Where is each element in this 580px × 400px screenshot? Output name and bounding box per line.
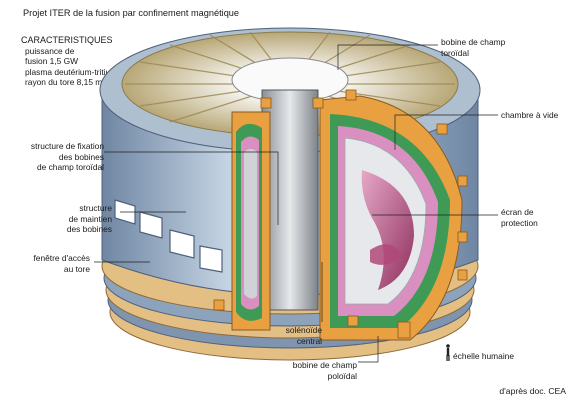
characteristic-line: rayon du tore 8,15 m [25, 77, 103, 87]
left-cutaway-section [231, 111, 271, 331]
central-solenoid-label: solénoïde central [270, 325, 322, 346]
human-scale-label: échelle humaine [453, 351, 514, 362]
figure-title: Projet ITER de la fusion par confinement… [23, 8, 240, 18]
human-scale-figure [446, 344, 450, 361]
shield-label: écran de protection [501, 207, 538, 228]
characteristic-line: plasma deutérium-tritium [25, 66, 118, 77]
label-line: de champ toroïdal [36, 162, 104, 172]
characteristic-line: fusion 1,5 GW [25, 56, 79, 66]
leader-lines [94, 44, 498, 363]
plasma-blanket [361, 170, 414, 290]
characteristic-line: puissance de [25, 45, 75, 56]
tf-coil-blocks [213, 89, 468, 339]
right-cutaway-section [319, 95, 463, 341]
label-line: central [296, 335, 322, 346]
access-ports [114, 199, 223, 273]
label-line: solénoïde [285, 325, 322, 335]
label-line: structure de fixation [30, 141, 104, 151]
label-line: des bobines [66, 224, 112, 234]
characteristics-heading: CARACTERISTIQUES [21, 35, 113, 45]
tf-support-structure-label: structure de fixation des bobines de cha… [2, 141, 104, 173]
label-line: toroïdal [441, 47, 469, 58]
label-line: au tore [63, 263, 90, 274]
label-line: des bobines [58, 151, 104, 162]
label-line: fenêtre d'accès [33, 253, 90, 263]
holding-structure-label: structure de maintien des bobines [2, 203, 112, 235]
vacuum-chamber-label: chambre à vide [501, 110, 558, 121]
label-line: bobine de champ [441, 37, 506, 47]
label-line: écran de [501, 207, 534, 217]
label-line: poloïdal [327, 370, 357, 381]
label-line: protection [501, 217, 538, 228]
label-line: bobine de champ [292, 360, 357, 370]
access-window-label: fenêtre d'accès au tore [2, 253, 90, 274]
label-line: échelle humaine [453, 351, 514, 361]
source-credit: d'après doc. CEA [499, 386, 566, 396]
divertor [370, 244, 402, 265]
label-line: de maintien [68, 213, 112, 224]
tf-coil-label: bobine de champ toroïdal [441, 37, 505, 58]
central-solenoid [261, 89, 319, 311]
poloidal-coil-label: bobine de champ poloïdal [270, 360, 357, 381]
label-line: structure [79, 203, 112, 213]
characteristics-box: CARACTERISTIQUES puissance de fusion 1,5… [21, 35, 117, 88]
label-line: chambre à vide [501, 110, 559, 120]
